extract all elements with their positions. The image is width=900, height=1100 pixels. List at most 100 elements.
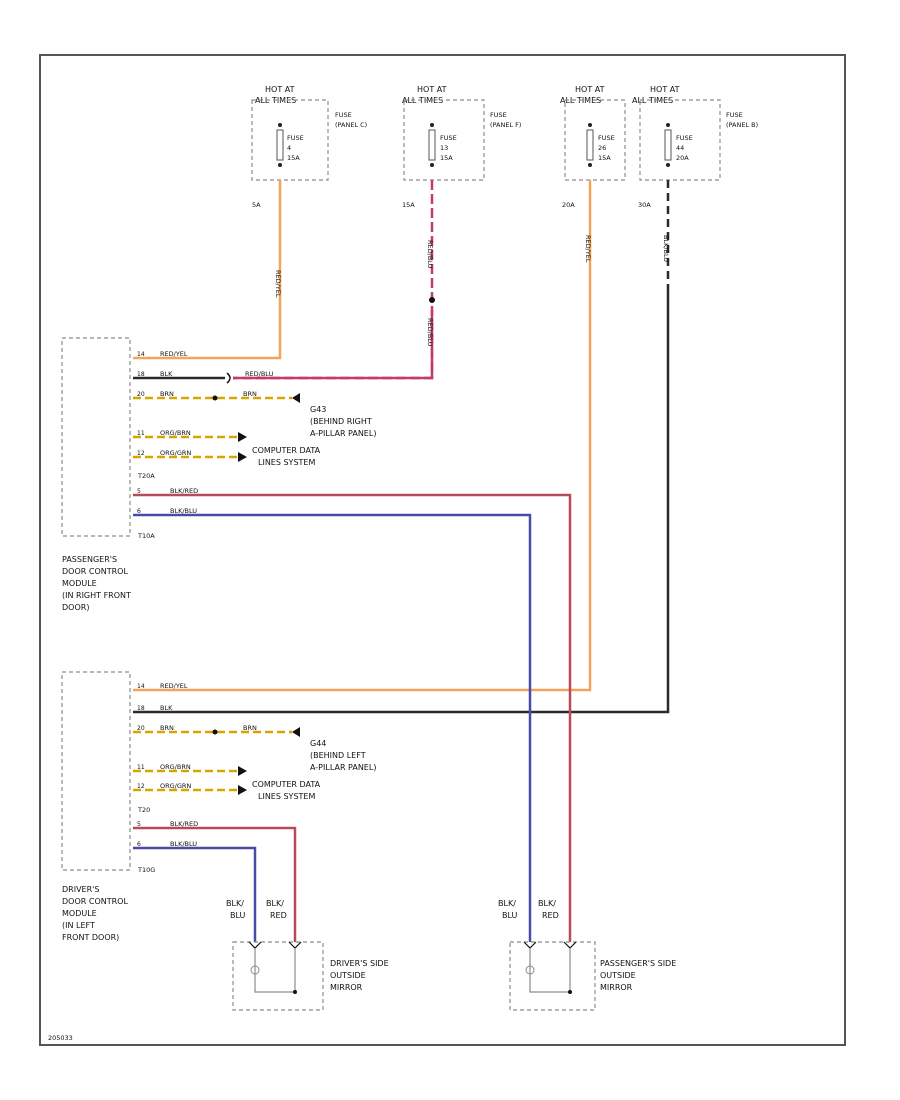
fuse-4-amp: 20A [676, 154, 689, 162]
wire-fuse4-label: BLK/BLU [662, 235, 670, 262]
wire-fuse3-red-yel [133, 180, 592, 692]
pass-pin-4-color: ORG/BRN [160, 429, 191, 437]
pass-mirror-wire2-b: RED [542, 911, 559, 920]
drv-name-4: (IN LEFT [62, 921, 95, 930]
fuse-1-panel: FUSE [335, 111, 352, 119]
wire-pass-pin5-blk-red [133, 493, 572, 942]
pass-pin-3-num: 20 [137, 391, 145, 398]
pass-conn-b: T10A [137, 532, 155, 540]
diagram-id: 205033 [48, 1034, 73, 1042]
fuse-4-fuse-label: FUSE [676, 134, 693, 142]
fuse-4-circuit: 30A [638, 201, 651, 209]
pass-pin-6-num: 5 [137, 488, 141, 495]
wire-fuse2-label: RED/BLU [426, 240, 434, 269]
pass-pin-5-num: 12 [137, 450, 145, 457]
drv-mirror-wire1-b: BLU [230, 911, 246, 920]
fuse-3-amp: 15A [598, 154, 611, 162]
fuse-1-amp: 15A [287, 154, 300, 162]
pass-ground-line-1: G43 [310, 405, 326, 414]
pass-pin-2-color-b: RED/BLU [245, 370, 274, 378]
fuse-2-panel: FUSE [490, 111, 507, 119]
diagram-frame [39, 54, 846, 1046]
drv-pin-5-color: ORG/GRN [160, 782, 191, 790]
arrow-pass-pin11 [238, 432, 247, 442]
drv-pin-4-color: ORG/BRN [160, 763, 191, 771]
drv-pin-6-color: BLK/RED [170, 820, 198, 828]
wire-fuse2-solid [233, 310, 434, 380]
wire-fuse4-blk-solid [133, 290, 670, 714]
pass-pin-3-color-b: BRN [243, 390, 257, 398]
drv-name-2: DOOR CONTROL [62, 897, 128, 906]
wire-fuse1-red-yel [133, 180, 282, 360]
fuse-2-circuit: 15A [402, 201, 415, 209]
fuse-3-num: 26 [598, 144, 606, 152]
drv-mirror-name-2: OUTSIDE [330, 971, 366, 980]
fuse-2-amp: 15A [440, 154, 453, 162]
wire-fuse3-label: RED/YEL [584, 235, 592, 263]
drv-pin-1-num: 14 [137, 683, 145, 690]
fuse-3-circuit: 20A [562, 201, 575, 209]
drv-pin-7-color: BLK/BLU [170, 840, 197, 848]
pass-mirror-name-1: PASSENGER'S SIDE [600, 959, 676, 968]
pass-ground-line-2: (BEHIND RIGHT [310, 417, 372, 426]
pass-pin-7-num: 6 [137, 508, 141, 515]
fuse-2-panel2: (PANEL F) [490, 121, 521, 129]
fuse-2-when-label: ALL TIMES [402, 96, 443, 105]
pass-computer-line-2: LINES SYSTEM [258, 458, 315, 467]
fuse-1-fuse-label: FUSE [287, 134, 304, 142]
drv-ground-line-2: (BEHIND LEFT [310, 751, 366, 760]
fuse-4-when-label: ALL TIMES [632, 96, 673, 105]
wire-drv-pin6-blk-blu [133, 846, 257, 942]
pass-pin-3-color: BRN [160, 390, 174, 398]
drv-name-3: MODULE [62, 909, 97, 918]
pass-conn-a: T20A [137, 472, 155, 480]
drv-name-5: FRONT DOOR) [62, 933, 119, 942]
fuse-4-panel: FUSE [726, 111, 743, 119]
pass-computer-line-1: COMPUTER DATA [252, 446, 321, 455]
pass-pin-1-num: 14 [137, 351, 145, 358]
fuse-3-fuse-label: FUSE [598, 134, 615, 142]
pass-mirror-wire2-a: BLK/ [538, 899, 556, 908]
driver-door-module: 14 RED/YEL 18 BLK 20 BRN BRN 11 ORG/BRN … [61, 671, 376, 942]
drv-pin-3-num: 20 [137, 725, 145, 732]
pass-mirror-wire1-a: BLK/ [498, 899, 516, 908]
drv-name-1: DRIVER'S [62, 885, 99, 894]
pass-mirror-wire1-b: BLU [502, 911, 518, 920]
drv-mirror-name-3: MIRROR [330, 983, 363, 992]
fuse-4-panel2: (PANEL B) [726, 121, 758, 129]
wire-fuse1-label: RED/YEL [274, 270, 282, 298]
drv-pin-4-num: 11 [137, 764, 145, 771]
pass-pin-6-color: BLK/RED [170, 487, 198, 495]
fuse-4-hot-label: HOT AT [650, 85, 680, 94]
pass-name-4: (IN RIGHT FRONT [62, 591, 131, 600]
wire-fuse2-red-blu [233, 180, 434, 380]
connector-pass-pin18 [226, 372, 231, 384]
fuse-2-fuse-label: FUSE [440, 134, 457, 142]
fuse-2-num: 13 [440, 144, 448, 152]
drv-ground-line-1: G44 [310, 739, 326, 748]
drv-computer-line-2: LINES SYSTEM [258, 792, 315, 801]
pass-pin-4-num: 11 [137, 430, 145, 437]
passenger-side-mirror: BLK/ BLU BLK/ RED PASSENGER'S SIDE OUTSI… [498, 899, 676, 1011]
drv-pin-6-num: 5 [137, 821, 141, 828]
drv-mirror-name-1: DRIVER'S SIDE [330, 959, 389, 968]
arrow-drv-pin11 [238, 766, 247, 776]
fuse-3: HOT AT ALL TIMES FUSE 26 15A 20A [560, 85, 626, 209]
fuse-3-hot-label: HOT AT [575, 85, 605, 94]
junction-pass-pin20 [212, 395, 218, 401]
ground-g44-symbol [292, 727, 300, 737]
passenger-door-module: 14 RED/YEL 18 BLK RED/BLU 20 BRN BRN 11 … [61, 337, 376, 612]
fuse-2-hot-label: HOT AT [417, 85, 447, 94]
ground-g43-symbol [292, 393, 300, 403]
pass-name-3: MODULE [62, 579, 97, 588]
wire-fuse2-junction [429, 297, 435, 303]
drv-pin-3-color-b: BRN [243, 724, 257, 732]
drv-pin-5-num: 12 [137, 783, 145, 790]
arrow-pass-pin12 [238, 452, 247, 462]
wire-fuse2-label-b: RED/BLU [426, 318, 434, 347]
pass-pin-7-color: BLK/BLU [170, 507, 197, 515]
pass-pin-2-color: BLK [160, 370, 173, 378]
pass-ground-line-3: A-PILLAR PANEL) [310, 429, 376, 438]
pass-name-1: PASSENGER'S [62, 555, 117, 564]
